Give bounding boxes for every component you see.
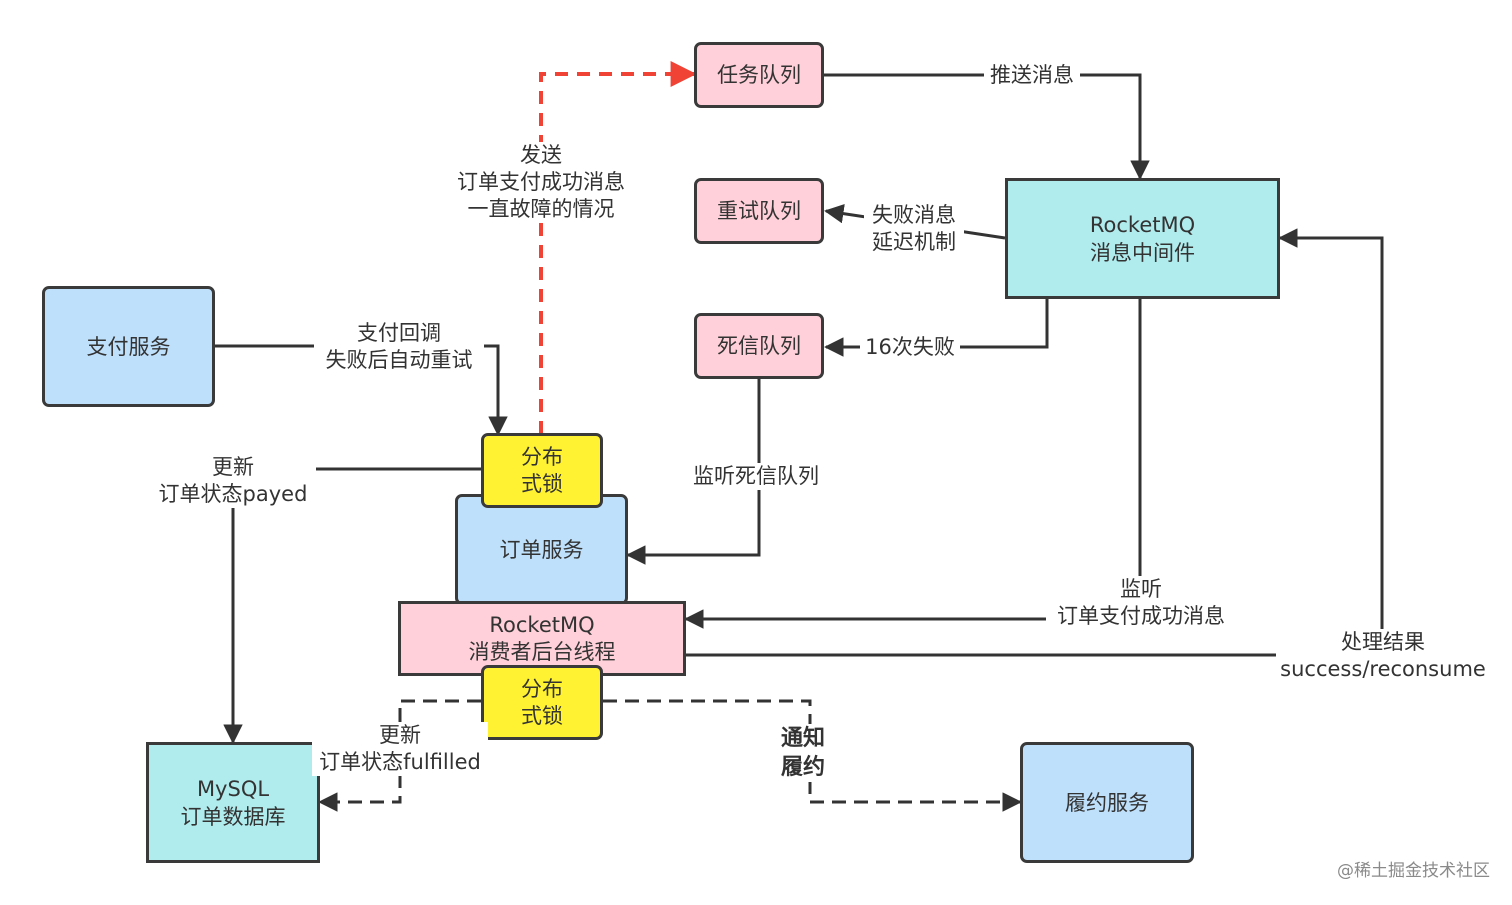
consumer-thread-title: RocketMQ bbox=[489, 612, 595, 637]
edge-lock-to-mysql-fulfilled bbox=[318, 699, 481, 812]
task-queue-label: 任务队列 bbox=[717, 63, 801, 87]
mysql-title: MySQL bbox=[196, 776, 270, 801]
label-listen-dlq: 监听死信队列 bbox=[684, 463, 828, 490]
distributed-lock-bottom: 分布 式锁 bbox=[481, 665, 603, 740]
rocketmq-title: RocketMQ bbox=[1089, 212, 1196, 237]
dead-letter-queue-label: 死信队列 bbox=[717, 334, 801, 358]
distributed-lock-top: 分布 式锁 bbox=[481, 433, 603, 508]
label-fail-16: 16次失败 bbox=[860, 334, 960, 361]
consumer-thread-node: RocketMQ 消费者后台线程 bbox=[398, 601, 686, 676]
rocketmq-node: RocketMQ 消息中间件 bbox=[1005, 178, 1280, 299]
dead-letter-queue-node: 死信队列 bbox=[694, 313, 824, 379]
lock-top-line1: 分布 bbox=[521, 444, 563, 469]
label-listen-success: 监听 订单支付成功消息 bbox=[1046, 576, 1236, 630]
edge-payment-to-lock bbox=[215, 344, 508, 436]
payment-service-label: 支付服务 bbox=[86, 334, 171, 359]
label-push-message: 推送消息 bbox=[984, 62, 1080, 89]
label-update-payed: 更新 订单状态payed bbox=[150, 454, 316, 508]
edge-dlq-to-order-service bbox=[626, 379, 761, 565]
mysql-node: MySQL 订单数据库 bbox=[146, 742, 320, 863]
label-payment-callback: 支付回调 失败后自动重试 bbox=[314, 320, 484, 374]
fulfillment-service-node: 履约服务 bbox=[1020, 742, 1194, 863]
label-send-on-failure: 发送 订单支付成功消息 一直故障的情况 bbox=[446, 142, 636, 223]
task-queue-node: 任务队列 bbox=[694, 42, 824, 108]
order-service-node: 订单服务 bbox=[455, 494, 628, 605]
edge-task-to-rocketmq bbox=[824, 73, 1150, 180]
edge-consumer-result-to-rocketmq bbox=[686, 228, 1384, 657]
fulfillment-service-label: 履约服务 bbox=[1065, 790, 1149, 815]
payment-service-node: 支付服务 bbox=[42, 286, 215, 407]
order-service-label: 订单服务 bbox=[499, 537, 584, 562]
label-failed-delay: 失败消息 延迟机制 bbox=[864, 202, 964, 256]
edge-order-to-task-queue bbox=[539, 61, 697, 434]
mysql-subtitle: 订单数据库 bbox=[180, 804, 286, 829]
label-update-fulfilled: 更新 订单状态fulfilled bbox=[312, 722, 488, 776]
rocketmq-subtitle: 消息中间件 bbox=[1090, 240, 1195, 265]
lock-bottom-line2: 式锁 bbox=[521, 703, 563, 728]
label-notify-fulfill: 通知 履约 bbox=[774, 724, 832, 782]
watermark: @稀土掘金技术社区 bbox=[1337, 861, 1490, 881]
consumer-thread-subtitle: 消费者后台线程 bbox=[468, 639, 616, 664]
retry-queue-node: 重试队列 bbox=[694, 178, 824, 244]
lock-bottom-line1: 分布 bbox=[521, 676, 563, 701]
retry-queue-label: 重试队列 bbox=[717, 199, 801, 223]
label-process-result: 处理结果 success/reconsume bbox=[1276, 629, 1490, 683]
lock-top-line2: 式锁 bbox=[521, 471, 563, 496]
